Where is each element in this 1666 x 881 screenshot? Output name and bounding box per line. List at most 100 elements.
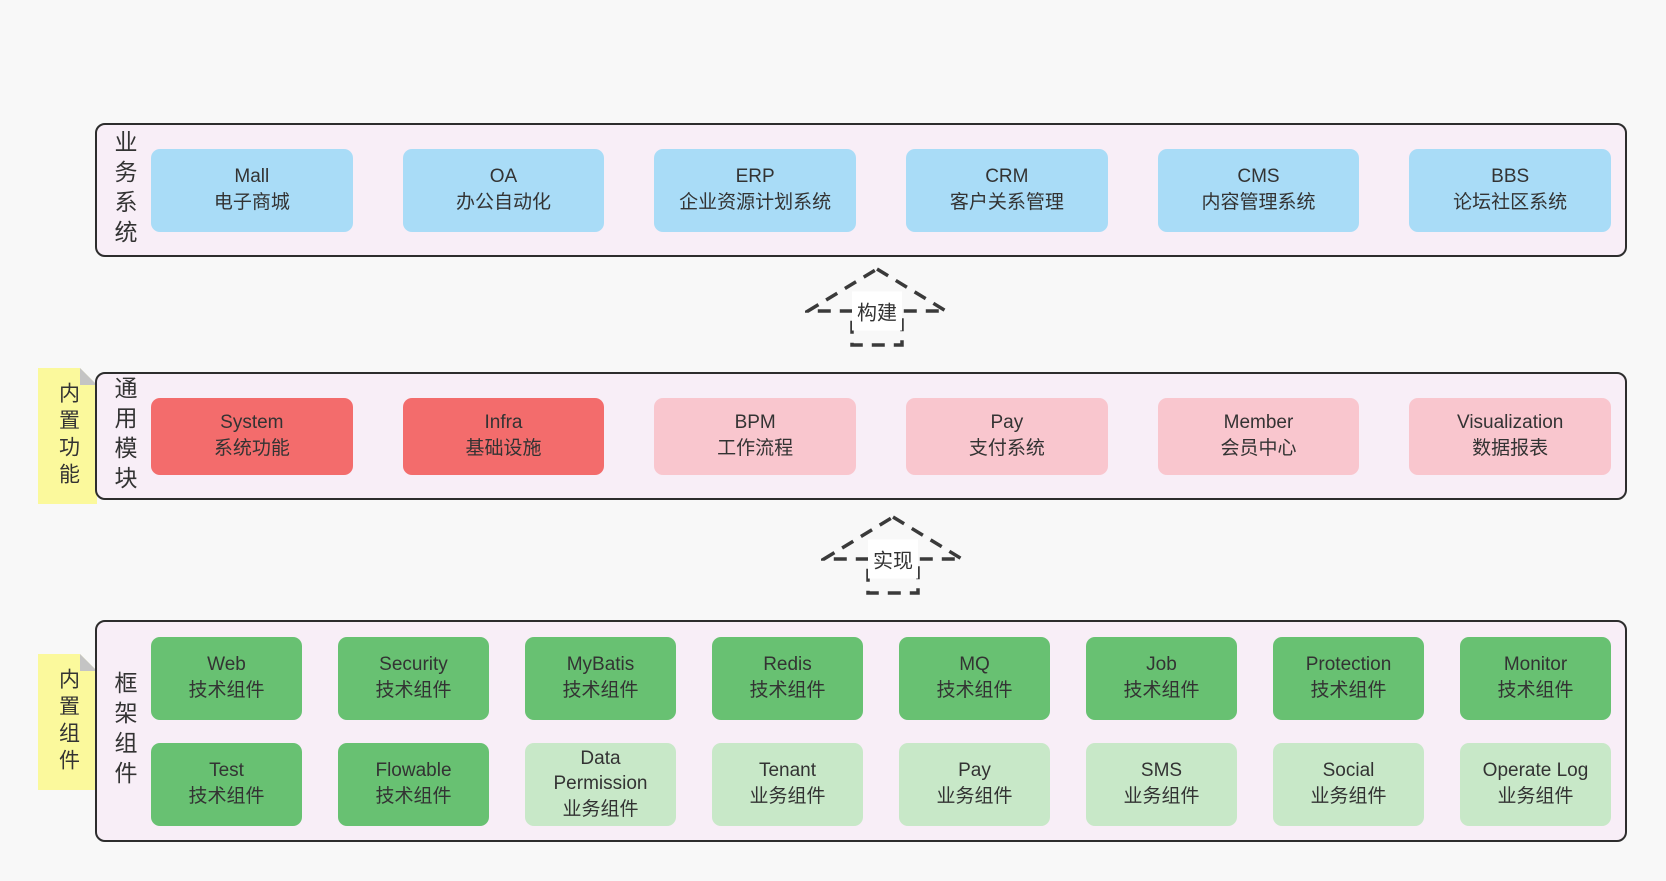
box-title: Flowable xyxy=(375,760,452,782)
box-subtitle: 技术组件 xyxy=(375,786,452,807)
box-title: Pay xyxy=(958,760,991,782)
box-mq: MQ 技术组件 xyxy=(899,636,1050,720)
box-title: Infra xyxy=(484,412,523,434)
box-mall: Mall 电子商城 xyxy=(151,148,353,232)
arrow-build-shape xyxy=(801,266,953,347)
box-subtitle: 电子商城 xyxy=(213,192,290,213)
box-title: Tenant xyxy=(758,760,817,782)
business-systems-row: Mall 电子商城 OA 办公自动化 ERP 企业资源计划系统 CRM 客户关系… xyxy=(151,148,1611,232)
box-bpm: BPM 工作流程 xyxy=(654,397,856,475)
box-erp: ERP 企业资源计划系统 xyxy=(654,148,856,232)
box-data-permission: Data Permission 业务组件 xyxy=(525,742,676,826)
panel-framework-components-label: 框架组件 xyxy=(111,671,137,791)
box-title: Visualization xyxy=(1457,412,1564,434)
box-social: Social 业务组件 xyxy=(1273,742,1424,826)
box-subtitle: 技术组件 xyxy=(562,680,639,701)
box-title: Data Permission xyxy=(553,747,648,795)
box-subtitle: 内容管理系统 xyxy=(1201,192,1316,213)
box-title: System xyxy=(220,412,284,434)
note-built-in-features-label: 内置功能 xyxy=(56,382,80,490)
box-test: Test 技术组件 xyxy=(151,742,302,826)
box-flowable: Flowable 技术组件 xyxy=(338,742,489,826)
box-protection: Protection 技术组件 xyxy=(1273,636,1424,720)
box-title: Mall xyxy=(234,166,270,188)
note-built-in-components: 内置组件 xyxy=(38,654,97,790)
box-subtitle: 论坛社区系统 xyxy=(1453,192,1568,213)
box-redis: Redis 技术组件 xyxy=(712,636,863,720)
box-web: Web 技术组件 xyxy=(151,636,302,720)
box-tenant: Tenant 业务组件 xyxy=(712,742,863,826)
box-sms: SMS 业务组件 xyxy=(1086,742,1237,826)
box-system: System 系统功能 xyxy=(151,397,353,475)
box-pay-component: Pay 业务组件 xyxy=(899,742,1050,826)
box-title: OA xyxy=(489,166,518,188)
box-monitor: Monitor 技术组件 xyxy=(1460,636,1611,720)
framework-components-row-1: Web 技术组件 Security 技术组件 MyBatis 技术组件 Redi… xyxy=(151,636,1611,720)
box-subtitle: 业务组件 xyxy=(936,786,1013,807)
panel-business-systems-label: 业务系统 xyxy=(111,130,137,250)
box-subtitle: 技术组件 xyxy=(936,680,1013,701)
box-subtitle: 技术组件 xyxy=(188,786,265,807)
box-pay-system: Pay 支付系统 xyxy=(906,397,1108,475)
box-title: SMS xyxy=(1140,760,1183,782)
box-subtitle: 企业资源计划系统 xyxy=(679,192,832,213)
box-subtitle: 技术组件 xyxy=(749,680,826,701)
box-subtitle: 技术组件 xyxy=(188,680,265,701)
box-oa: OA 办公自动化 xyxy=(402,148,605,232)
box-subtitle: 技术组件 xyxy=(1123,680,1200,701)
box-title: Redis xyxy=(763,654,812,676)
box-subtitle: 业务组件 xyxy=(562,798,639,820)
arrow-implement-label: 实现 xyxy=(868,539,918,579)
panel-framework-components-content: Web 技术组件 Security 技术组件 MyBatis 技术组件 Redi… xyxy=(151,622,1625,840)
box-title: BPM xyxy=(734,412,776,434)
box-title: Protection xyxy=(1305,654,1392,676)
box-operate-log: Operate Log 业务组件 xyxy=(1460,742,1611,826)
box-subtitle: 数据报表 xyxy=(1472,438,1549,459)
box-title: Security xyxy=(379,654,448,676)
box-title: Job xyxy=(1146,654,1177,676)
box-mybatis: MyBatis 技术组件 xyxy=(525,636,676,720)
note-built-in-components-label: 内置组件 xyxy=(56,668,80,776)
box-subtitle: 业务组件 xyxy=(1123,786,1200,807)
box-title: CRM xyxy=(985,166,1029,188)
box-title: Web xyxy=(207,654,246,676)
box-subtitle: 基础设施 xyxy=(465,438,542,459)
panel-common-modules-label: 通用模块 xyxy=(111,376,137,496)
box-infra: Infra 基础设施 xyxy=(402,397,605,475)
box-title: Pay xyxy=(990,412,1024,434)
box-title: Social xyxy=(1322,760,1375,782)
box-subtitle: 技术组件 xyxy=(1497,680,1574,701)
box-subtitle: 业务组件 xyxy=(1497,786,1574,807)
box-subtitle: 技术组件 xyxy=(1310,680,1387,701)
box-subtitle: 客户关系管理 xyxy=(949,192,1064,213)
panel-common-modules: 通用模块 System 系统功能 Infra 基础设施 BPM 工作流程 Pay… xyxy=(95,372,1627,500)
panel-business-systems: 业务系统 Mall 电子商城 OA 办公自动化 ERP 企业资源计划系统 CRM… xyxy=(95,123,1627,257)
box-subtitle: 业务组件 xyxy=(1310,786,1387,807)
box-security: Security 技术组件 xyxy=(338,636,489,720)
box-subtitle: 业务组件 xyxy=(749,786,826,807)
box-subtitle: 办公自动化 xyxy=(455,192,551,213)
box-cms: CMS 内容管理系统 xyxy=(1157,148,1360,232)
common-modules-row: System 系统功能 Infra 基础设施 BPM 工作流程 Pay 支付系统… xyxy=(151,397,1611,475)
box-subtitle: 会员中心 xyxy=(1220,438,1297,459)
panel-framework-components: 框架组件 Web 技术组件 Security 技术组件 MyBatis 技术组件… xyxy=(95,620,1627,842)
framework-components-row-2: Test 技术组件 Flowable 技术组件 Data Permission … xyxy=(151,742,1611,826)
note-built-in-features: 内置功能 xyxy=(38,368,97,504)
box-subtitle: 系统功能 xyxy=(213,438,290,459)
arrow-implement-shape xyxy=(817,514,969,595)
box-title: Monitor xyxy=(1503,654,1568,676)
box-title: Operate Log xyxy=(1482,760,1589,782)
box-subtitle: 技术组件 xyxy=(375,680,452,701)
box-title: MQ xyxy=(959,654,990,676)
box-title: Member xyxy=(1223,412,1294,434)
box-visualization: Visualization 数据报表 xyxy=(1409,397,1611,475)
panel-business-systems-content: Mall 电子商城 OA 办公自动化 ERP 企业资源计划系统 CRM 客户关系… xyxy=(151,125,1625,255)
box-title: ERP xyxy=(735,166,775,188)
box-subtitle: 工作流程 xyxy=(717,438,794,459)
panel-common-modules-content: System 系统功能 Infra 基础设施 BPM 工作流程 Pay 支付系统… xyxy=(151,374,1625,498)
arrow-build-label: 构建 xyxy=(852,291,902,331)
box-bbs: BBS 论坛社区系统 xyxy=(1409,148,1611,232)
arrow-implement: 实现 xyxy=(817,514,969,596)
box-member: Member 会员中心 xyxy=(1157,397,1360,475)
box-title: CMS xyxy=(1237,166,1280,188)
